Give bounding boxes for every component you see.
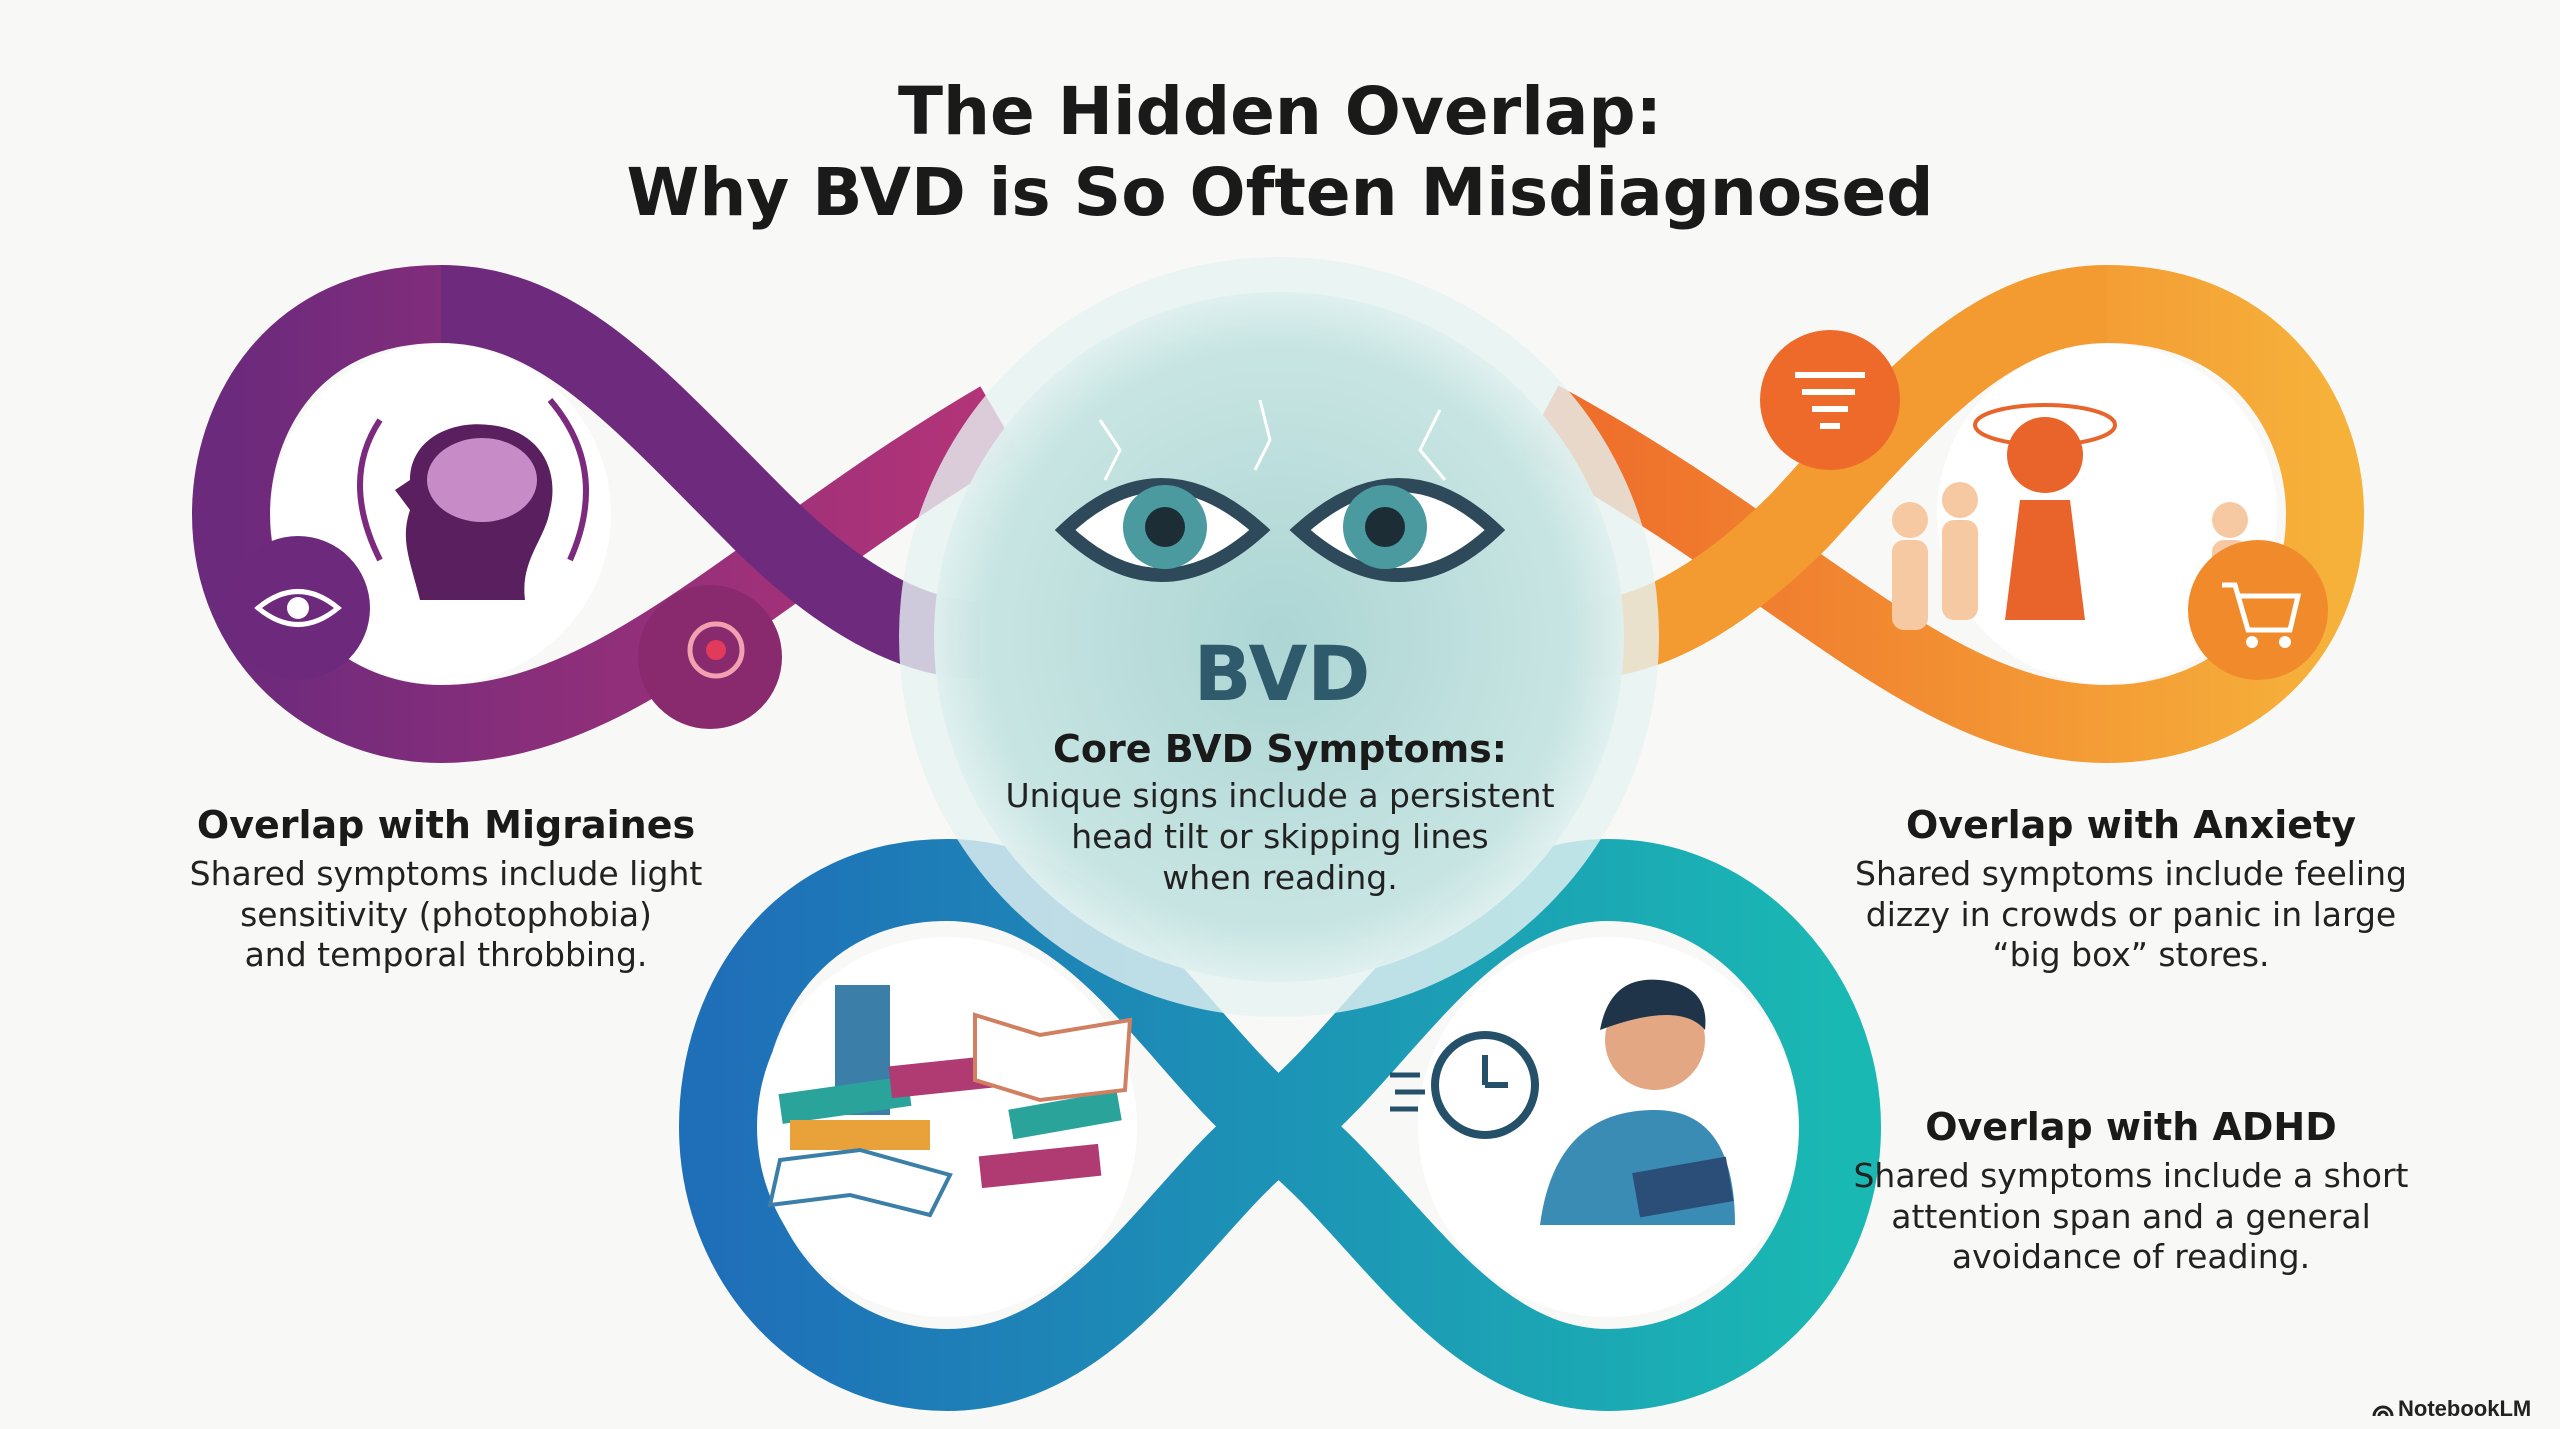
clock-icon	[1390, 1031, 1539, 1139]
books-icon	[767, 985, 1133, 1218]
bored-reader-icon	[1540, 979, 1735, 1225]
title-line-2: Why BVD is So Often Misdiagnosed	[627, 154, 1934, 231]
adhd-line: avoidance of reading.	[1952, 1237, 2310, 1276]
temple-pain-icon	[638, 585, 782, 729]
migraines-heading: Overlap with Migraines	[197, 803, 695, 847]
tornado-icon	[1760, 330, 1900, 470]
core-symptoms-line: head tilt or skipping lines	[1071, 817, 1488, 856]
anxiety-line: “big box” stores.	[1992, 935, 2269, 974]
migraines-line: and temporal throbbing.	[245, 935, 648, 974]
brain-head-icon	[357, 398, 589, 600]
adhd-line: attention span and a general	[1891, 1197, 2371, 1236]
title-line-1: The Hidden Overlap:	[898, 73, 1662, 150]
bvd-label: BVD	[1194, 629, 1371, 718]
brand-label: NotebookLM	[2398, 1396, 2531, 1421]
notebooklm-brand: NotebookLM	[2372, 1396, 2531, 1421]
core-symptoms-line: Unique signs include a persistent	[1005, 776, 1554, 815]
eye-light-icon	[226, 536, 370, 680]
core-symptoms-heading: Core BVD Symptoms:	[1053, 727, 1507, 771]
shopping-cart-icon	[2188, 540, 2328, 680]
anxiety-line: dizzy in crowds or panic in large	[1866, 895, 2396, 934]
migraines-line: sensitivity (photophobia)	[240, 895, 652, 934]
adhd-line: Shared symptoms include a short	[1853, 1156, 2408, 1195]
adhd-heading: Overlap with ADHD	[1925, 1105, 2337, 1149]
anxiety-line: Shared symptoms include feeling	[1855, 854, 2407, 893]
anxiety-heading: Overlap with Anxiety	[1906, 803, 2356, 847]
notebooklm-logo-icon	[2372, 1405, 2394, 1417]
bvd-center-circle	[899, 257, 1659, 1017]
eyes-icon	[1054, 399, 1506, 582]
migraines-line: Shared symptoms include light	[190, 854, 703, 893]
core-symptoms-line: when reading.	[1162, 858, 1397, 897]
